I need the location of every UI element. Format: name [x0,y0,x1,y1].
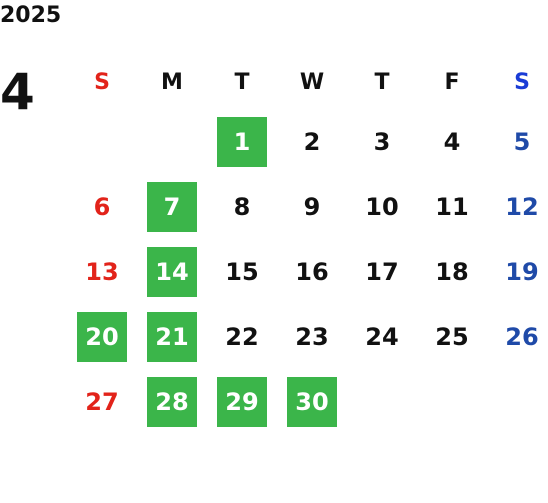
weekday-mon: M [161,69,183,95]
weekday-thu: T [374,69,390,95]
day-cell[interactable]: 16 [295,257,329,286]
day-cell[interactable]: 25 [435,322,469,351]
day-cell[interactable]: 13 [85,257,119,286]
day-cell[interactable]: 15 [225,257,259,286]
day-cell [67,109,137,174]
day-cell[interactable]: 9 [303,192,321,221]
day-number-highlighted: 28 [147,376,197,427]
day-cell[interactable]: 5 [513,127,531,156]
weekday-tue: T [234,69,250,95]
day-number-highlighted: 29 [217,376,267,427]
day-cell[interactable]: 21 [137,304,207,369]
day-number-highlighted: 14 [147,246,197,297]
day-cell[interactable]: 30 [277,369,347,434]
day-cell[interactable]: 27 [85,387,119,416]
day-number-highlighted: 20 [77,311,127,362]
day-number-highlighted: 1 [217,116,267,167]
day-cell[interactable]: 4 [443,127,461,156]
weekday-fri: F [444,69,460,95]
day-cell[interactable]: 2 [303,127,321,156]
day-cell[interactable]: 14 [137,239,207,304]
day-cell[interactable]: 12 [505,192,539,221]
day-cell[interactable]: 29 [207,369,277,434]
day-cell[interactable]: 19 [505,257,539,286]
day-cell[interactable]: 18 [435,257,469,286]
month-number: 4 [0,63,35,121]
day-cell[interactable]: 7 [137,174,207,239]
day-cell[interactable]: 11 [435,192,469,221]
day-number-highlighted: 21 [147,311,197,362]
weekday-sat: S [514,69,530,95]
day-cell[interactable]: 26 [505,322,539,351]
day-cell[interactable]: 6 [93,192,111,221]
day-cell [417,369,487,434]
day-cell[interactable]: 17 [365,257,399,286]
weekday-wed: W [299,69,325,95]
day-number-highlighted: 30 [287,376,337,427]
day-cell[interactable]: 10 [365,192,399,221]
day-cell[interactable]: 1 [207,109,277,174]
day-cell[interactable]: 24 [365,322,399,351]
day-cell [347,369,417,434]
day-cell[interactable]: 28 [137,369,207,434]
day-cell [137,109,207,174]
day-cell[interactable]: 20 [67,304,137,369]
weekday-sun: S [94,69,110,95]
day-cell[interactable]: 22 [225,322,259,351]
day-number-highlighted: 7 [147,181,197,232]
day-cell[interactable]: 3 [373,127,391,156]
year-label: 2025 [0,3,62,28]
calendar-grid: S M T W T F S 1 2 3 4 5 6 7 8 9 10 11 12… [67,55,548,434]
day-cell [487,369,548,434]
day-cell[interactable]: 8 [233,192,251,221]
day-cell[interactable]: 23 [295,322,329,351]
